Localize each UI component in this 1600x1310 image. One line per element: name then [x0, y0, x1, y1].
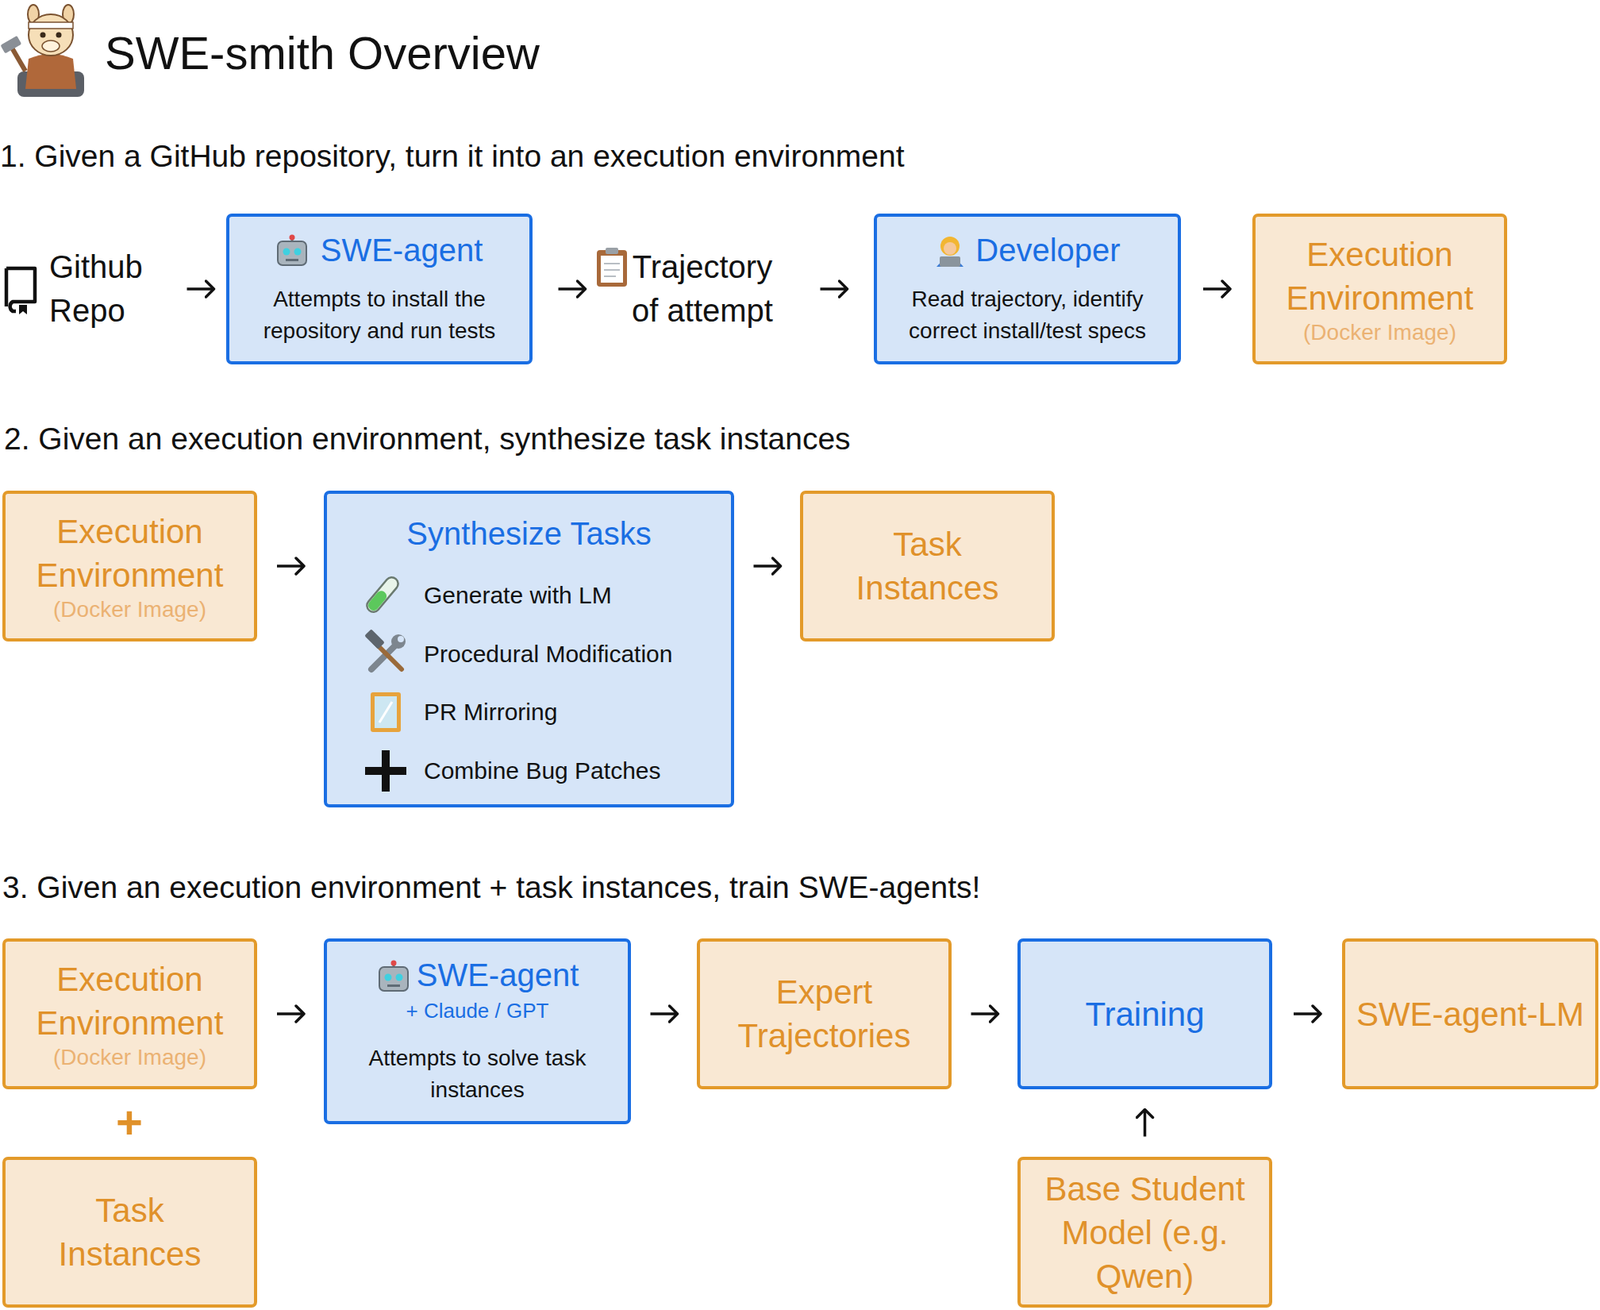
head-shape: [28, 14, 74, 56]
box-text: Github Repo: [49, 245, 175, 333]
hammer-handle: [8, 45, 27, 73]
box-text: Attempts to install the repository and r…: [229, 283, 530, 347]
box-text: Read trajectory, identify correct instal…: [876, 283, 1178, 347]
box-text: Attempts to solve task instances: [326, 1042, 628, 1106]
flow-arrow: [558, 287, 586, 291]
developer-box: DeveloperRead trajectory, identify corre…: [873, 213, 1181, 365]
flow-arrow: [1143, 1109, 1147, 1137]
box-text: + Claude / GPT: [326, 997, 628, 1024]
box-text: Expert Trajectories: [700, 969, 949, 1058]
flow-arrow: [276, 1011, 304, 1016]
llama-logo: [0, 4, 85, 97]
flow-arrow: [650, 1011, 678, 1016]
ear-shape: [27, 4, 39, 24]
trajectory-node: Trajectory of attempt: [611, 213, 794, 365]
box-text: Execution Environment: [5, 957, 254, 1045]
box-text: (Docker Image): [1255, 319, 1504, 347]
box-text: Execution Environment: [1255, 232, 1504, 320]
box-text: Trajectory of attempt: [623, 245, 782, 333]
box-text: Synthesize Tasks: [326, 514, 731, 553]
book-outline: [6, 268, 35, 312]
box-text: SWE-agent-LM: [1345, 992, 1596, 1036]
student-box: Base Student Model (e.g. Qwen): [1017, 1156, 1273, 1308]
repo-node: Github Repo: [49, 213, 175, 365]
environment-box: Execution Environment(Docker Image): [1252, 213, 1508, 365]
box-text: SWE-agent: [326, 955, 628, 994]
clipboard-board: [596, 250, 627, 287]
agent-box: SWE-agent + Claude / GPT Attempts to solve…: [323, 938, 631, 1124]
task-box: Task Instances: [2, 1156, 258, 1308]
section-heading: 1. Given a GitHub repository, turn it in…: [0, 137, 905, 175]
paper-line: [603, 275, 616, 277]
box-text: Task Instances: [840, 522, 1016, 610]
box-text: Generate with LM: [423, 580, 731, 610]
paper-line: [603, 262, 620, 265]
agent-box: SWE-agentAttempts to install the reposit…: [226, 213, 533, 365]
hammer-head: [0, 35, 22, 54]
clipboard-clip: [605, 247, 619, 254]
apron-shape: [25, 53, 77, 89]
environment-box: Execution Environment(Docker Image): [2, 490, 258, 642]
box-text: Procedural Modification: [423, 639, 731, 669]
bookmark-shape: [19, 304, 27, 315]
flow-arrow: [971, 1011, 999, 1016]
eye-dot: [40, 32, 47, 39]
box-text: (Docker Image): [5, 1043, 254, 1071]
trajectories-box: Expert Trajectories: [696, 938, 952, 1089]
box-text: Training: [1020, 992, 1270, 1036]
task-box: Task Instances: [800, 490, 1055, 642]
box-text: Base Student Model (e.g. Qwen): [1042, 1166, 1249, 1298]
box-text: (Docker Image): [5, 596, 254, 624]
anvil-shape: [17, 71, 85, 97]
flow-arrow: [276, 564, 304, 568]
box-text: PR Mirroring: [423, 697, 731, 727]
box-text: SWE-agent: [229, 230, 530, 270]
snout-shape: [42, 40, 60, 52]
model-box: SWE-agent-LM: [1342, 938, 1599, 1089]
section-heading: 2. Given an execution environment, synth…: [3, 419, 851, 458]
plus-sign: +: [115, 1099, 143, 1146]
flow-arrow: [820, 287, 848, 291]
clipboard-paper: [600, 255, 624, 283]
flow-arrow: [1203, 287, 1231, 291]
box-text: Developer: [876, 230, 1178, 270]
synthesize-box: Synthesize TasksGenerate with LM Procedur…: [323, 490, 735, 808]
box-text: Execution Environment: [5, 509, 254, 597]
flow-arrow: [753, 564, 781, 568]
paper-line: [603, 269, 620, 271]
environment-box: Execution Environment(Docker Image): [2, 938, 258, 1089]
training-box: Training: [1017, 938, 1273, 1089]
eye-dot: [56, 32, 62, 39]
headband-shape: [28, 22, 74, 29]
clipboard-icon: [596, 247, 627, 287]
repo-icon: [6, 268, 35, 315]
section-heading: 3. Given an execution environment + task…: [2, 868, 981, 906]
box-text: Task Instances: [42, 1188, 218, 1276]
book-spine: [4, 268, 9, 307]
diagram-title: SWE-smith Overview: [104, 25, 540, 81]
flow-arrow: [187, 287, 215, 291]
box-text: Combine Bug Patches: [423, 756, 731, 785]
flow-arrow: [1293, 1011, 1321, 1016]
ear-shape: [62, 4, 74, 24]
